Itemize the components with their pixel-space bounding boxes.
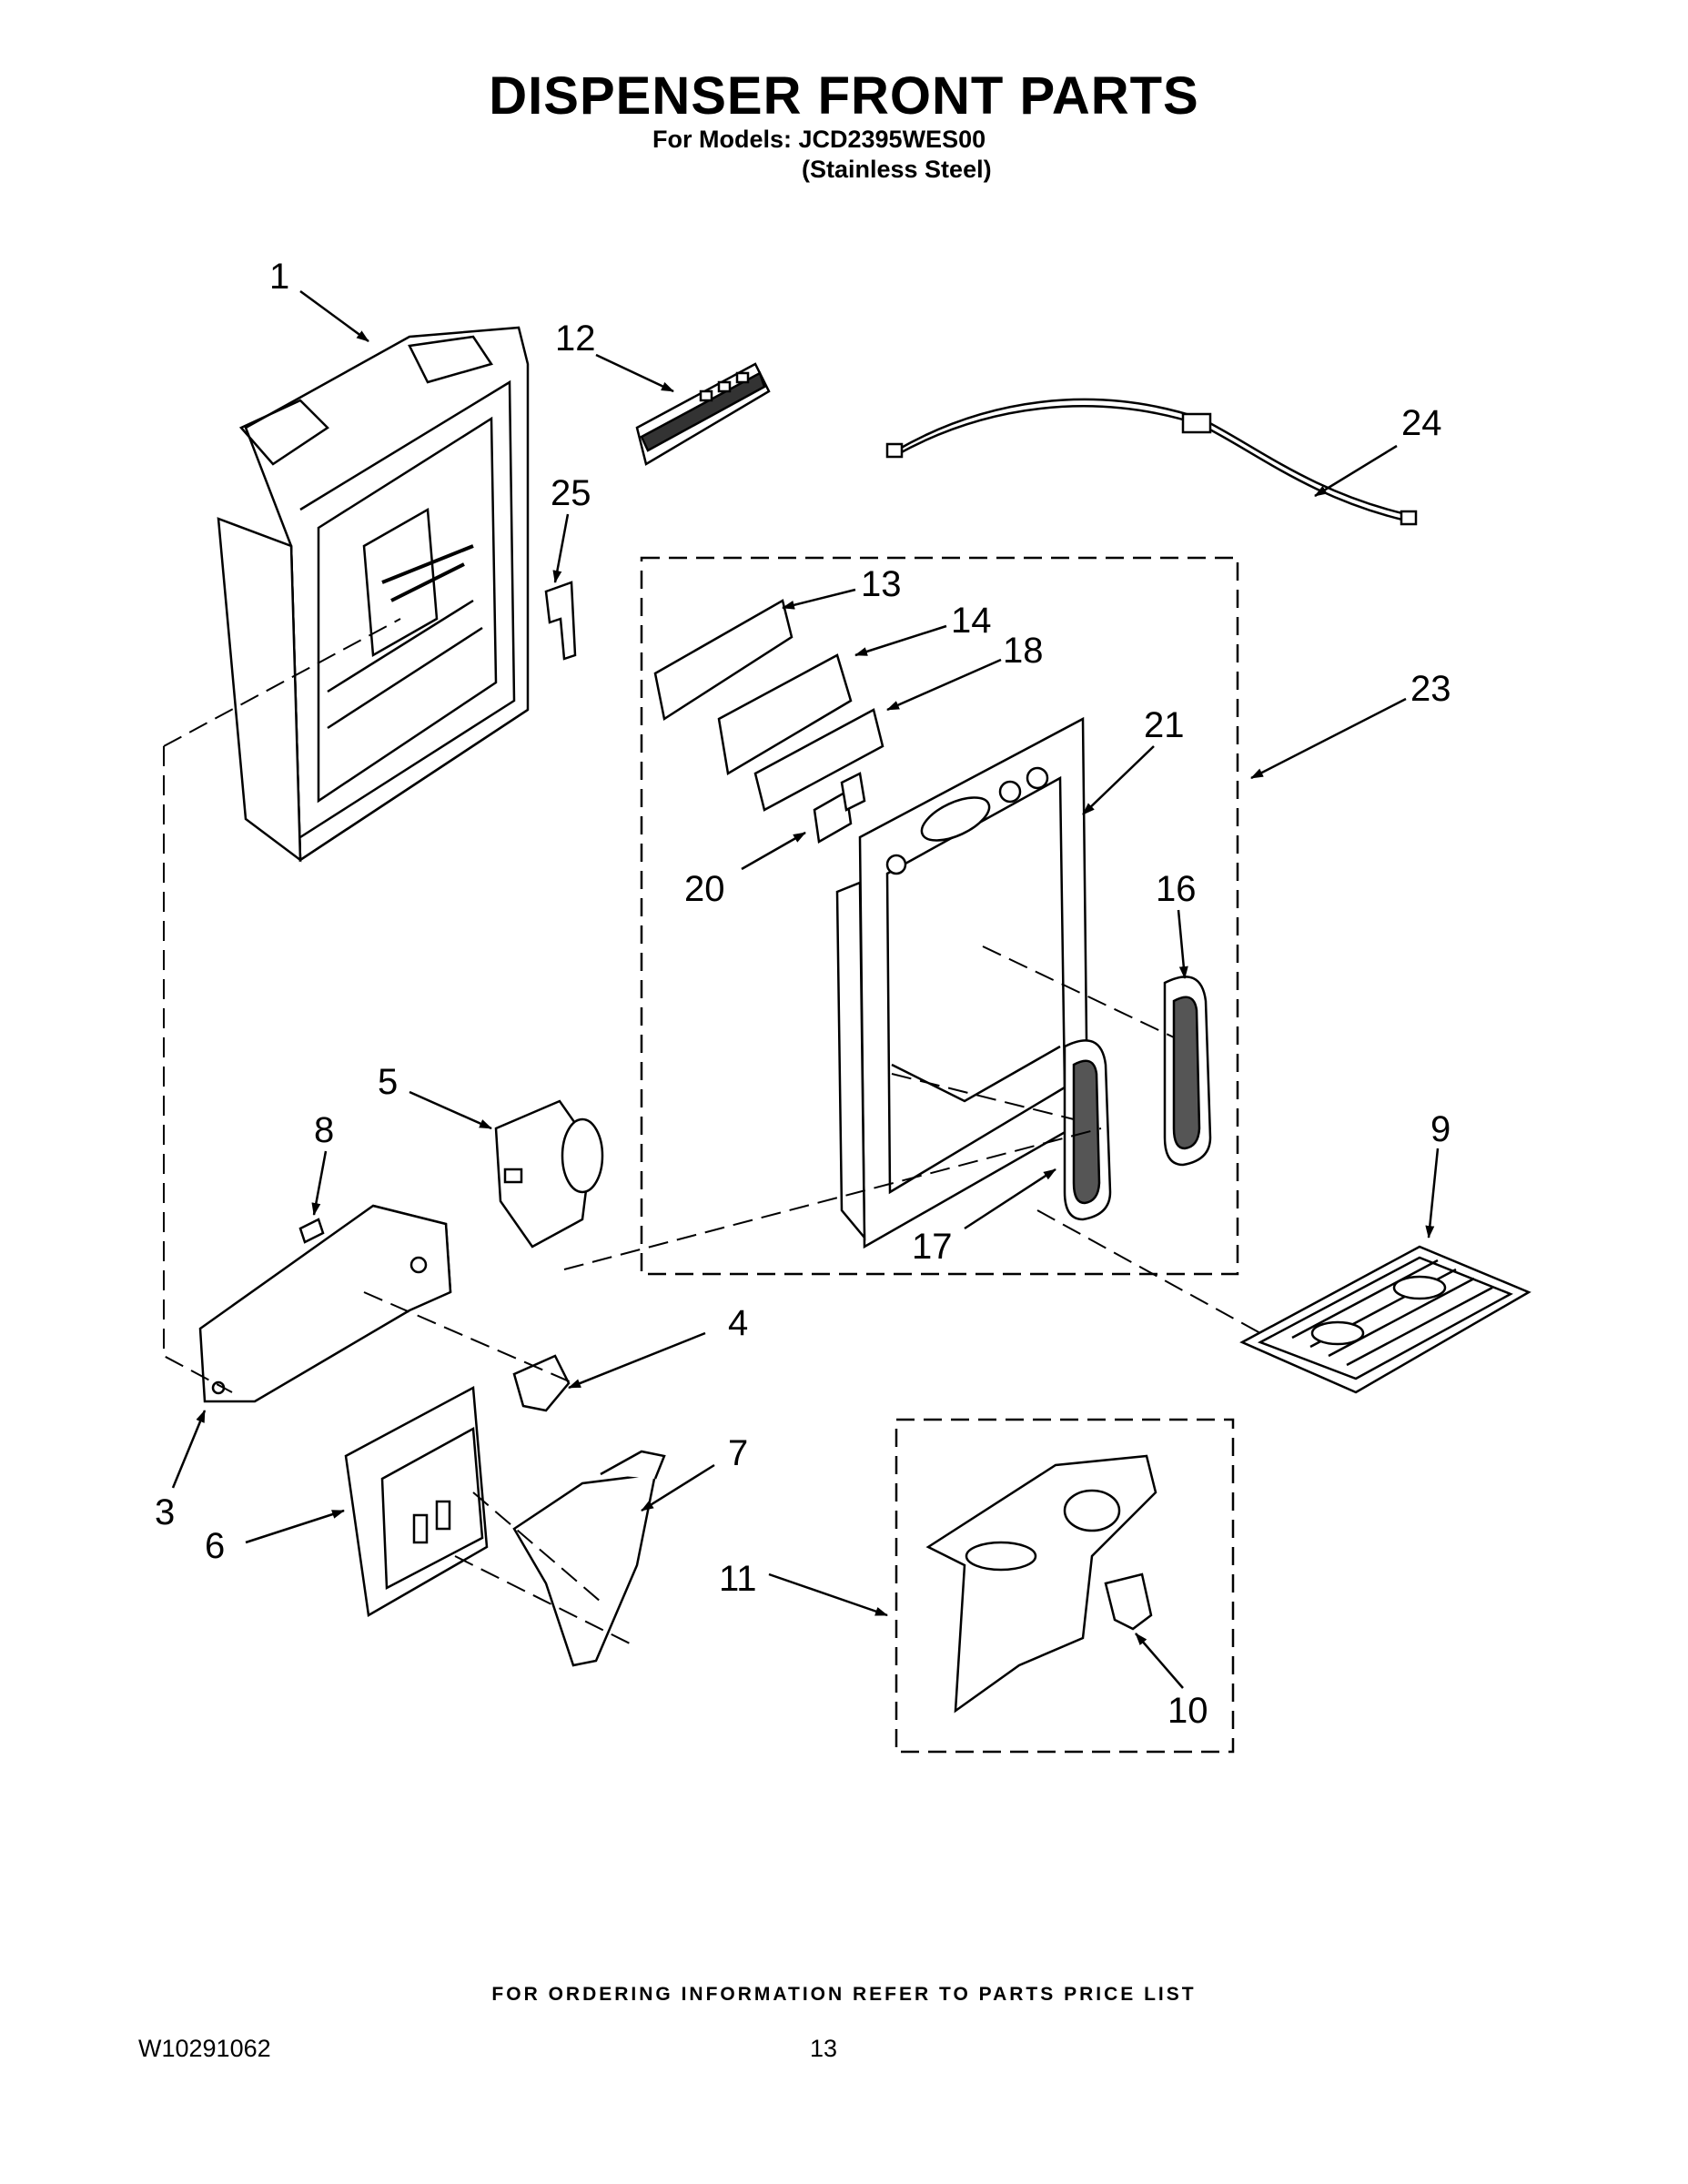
part-5-motor xyxy=(494,1099,604,1249)
part-1-dispenser-housing xyxy=(217,326,530,863)
part-6-cover xyxy=(344,1386,489,1618)
page-number: 13 xyxy=(810,2035,838,2062)
part-11-ice-chute xyxy=(925,1454,1157,1714)
callout-24: 24 xyxy=(1401,403,1442,443)
models-line: For Models: JCD2395WES00 xyxy=(652,126,986,153)
callout-21: 21 xyxy=(1144,705,1185,745)
part-20-switch xyxy=(813,772,866,844)
assembly-11-dashed-box xyxy=(895,1418,1235,1754)
callout-25: 25 xyxy=(551,473,591,513)
callout-8: 8 xyxy=(314,1110,334,1150)
finish-line: (Stainless Steel) xyxy=(802,156,992,183)
callout-5: 5 xyxy=(378,1062,398,1102)
part-17-pad xyxy=(1063,1039,1112,1221)
callout-10: 10 xyxy=(1167,1691,1208,1731)
ordering-note: FOR ORDERING INFORMATION REFER TO PARTS … xyxy=(491,1984,1197,2005)
parts-13-14-18-plates xyxy=(653,599,884,812)
callout-16: 16 xyxy=(1156,869,1197,909)
callout-18: 18 xyxy=(1003,631,1044,671)
part-12-control-board xyxy=(635,362,771,466)
callout-12: 12 xyxy=(555,318,596,359)
model-subtitle: For Models: JCD2395WES00 (Stainless Stee… xyxy=(652,125,992,185)
callout-leaders xyxy=(171,289,1440,1689)
dashed-alignment-lines xyxy=(163,618,1261,1648)
part-7-lever xyxy=(512,1450,666,1667)
callout-20: 20 xyxy=(684,869,725,909)
callout-14: 14 xyxy=(951,601,992,641)
part-3-bracket-assembly xyxy=(198,1204,452,1403)
part-9-drip-tray xyxy=(1239,1245,1531,1394)
callout-1: 1 xyxy=(269,257,289,297)
part-25-bracket xyxy=(544,581,577,661)
callout-13: 13 xyxy=(861,564,902,604)
part-16-pad xyxy=(1163,976,1212,1167)
callout-11: 11 xyxy=(719,1559,757,1599)
callout-17: 17 xyxy=(912,1227,953,1267)
callout-7: 7 xyxy=(728,1433,748,1473)
part-21-front-panel xyxy=(835,716,1089,1249)
callout-4: 4 xyxy=(728,1303,748,1343)
assembly-23-dashed-box xyxy=(640,556,1239,1276)
callout-23: 23 xyxy=(1410,669,1451,709)
part-10-fitting xyxy=(1104,1572,1153,1631)
callout-numbers: 1 12 24 25 13 14 18 23 21 20 16 5 8 9 17… xyxy=(155,257,1451,1731)
page-title: DISPENSER FRONT PARTS xyxy=(489,66,1199,126)
part-8-screw xyxy=(298,1218,325,1244)
callout-6: 6 xyxy=(205,1526,225,1566)
callout-9: 9 xyxy=(1430,1109,1450,1149)
part-24-wire-harness xyxy=(885,398,1418,526)
document-number: W10291062 xyxy=(138,2035,271,2062)
part-4-paddle xyxy=(512,1354,571,1412)
callout-3: 3 xyxy=(155,1492,175,1532)
